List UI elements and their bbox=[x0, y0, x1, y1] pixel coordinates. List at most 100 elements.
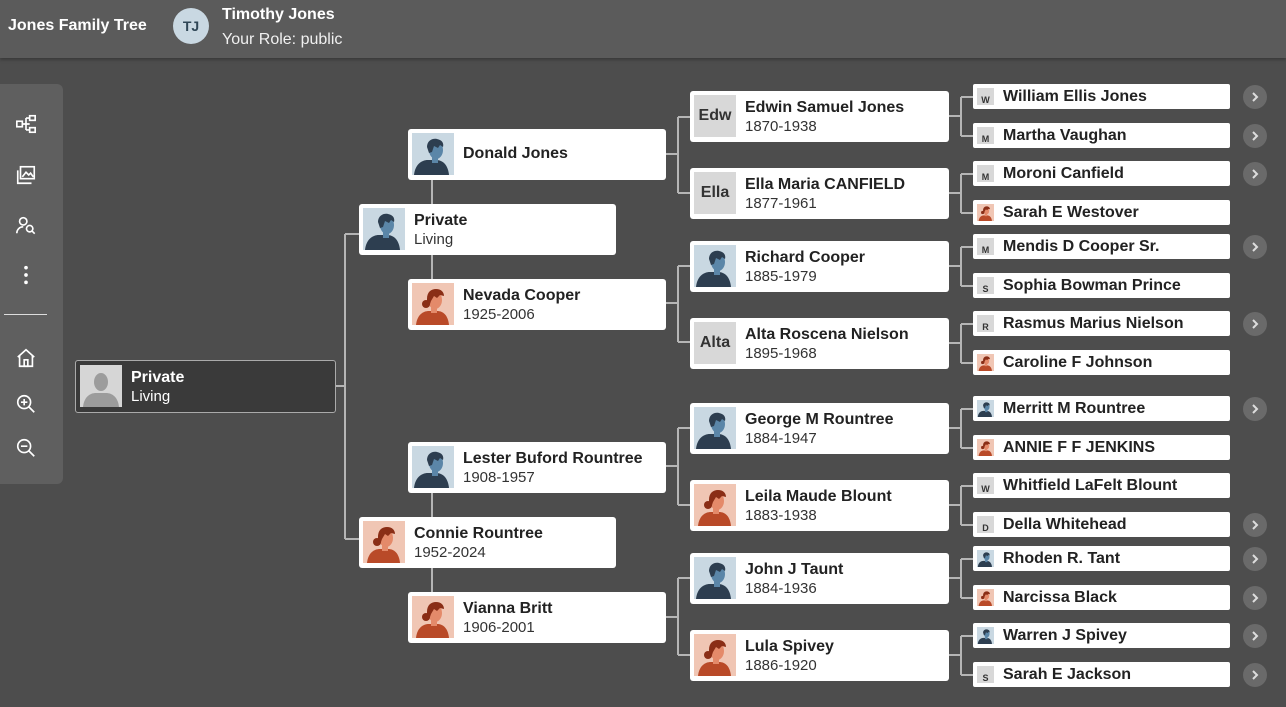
expand-ancestors-chevron-icon[interactable] bbox=[1243, 162, 1267, 186]
person-name: Merritt M Rountree bbox=[1003, 400, 1146, 417]
person-dates: 1925-2006 bbox=[463, 306, 535, 323]
user-avatar[interactable]: TJ bbox=[173, 8, 209, 44]
expand-ancestors-chevron-icon[interactable] bbox=[1243, 235, 1267, 259]
expand-ancestors-chevron-icon[interactable] bbox=[1243, 312, 1267, 336]
person-name: Edwin Samuel Jones bbox=[745, 99, 905, 116]
more-vertical-icon[interactable] bbox=[12, 261, 40, 289]
grandparent-card[interactable]: Nevada Cooper 1925-2006 bbox=[408, 279, 666, 330]
gg-grandparent-card[interactable]: Caroline F Johnson bbox=[973, 350, 1230, 375]
expand-ancestors-chevron-icon[interactable] bbox=[1243, 397, 1267, 421]
person-name: Nevada Cooper bbox=[463, 287, 581, 304]
gg-grandparent-card[interactable]: R Rasmus Marius Nielson bbox=[973, 311, 1230, 336]
male-silhouette-icon bbox=[412, 446, 454, 488]
male-silhouette-icon bbox=[694, 407, 736, 449]
grandparent-card[interactable]: Donald Jones bbox=[408, 129, 666, 180]
person-name: Lester Buford Rountree bbox=[463, 450, 643, 467]
person-name: Rhoden R. Tant bbox=[1003, 550, 1121, 567]
gg-grandparent-card[interactable]: Warren J Spivey bbox=[973, 623, 1230, 648]
expand-ancestors-chevron-icon[interactable] bbox=[1243, 547, 1267, 571]
female-silhouette-icon bbox=[412, 283, 454, 325]
person-name: Ella Maria CANFIELD bbox=[745, 176, 906, 193]
gg-grandparent-card[interactable]: Merritt M Rountree bbox=[973, 396, 1230, 421]
gg-grandparent-card[interactable]: Narcissa Black bbox=[973, 585, 1230, 610]
person-dates: 1884-1947 bbox=[745, 430, 817, 447]
male-silhouette-icon bbox=[977, 550, 994, 567]
parent-card[interactable]: Connie Rountree 1952-2024 bbox=[359, 517, 616, 568]
zoom-in-icon[interactable] bbox=[12, 390, 40, 418]
person-name: Sarah E Westover bbox=[1003, 204, 1139, 221]
great-grandparent-card[interactable]: Ella Ella Maria CANFIELD 1877-1961 bbox=[690, 168, 949, 219]
male-silhouette-icon bbox=[363, 208, 405, 250]
user-name: Timothy Jones bbox=[222, 6, 335, 23]
person-dates: Living bbox=[131, 388, 171, 405]
gg-grandparent-card[interactable]: D Della Whitehead bbox=[973, 512, 1230, 537]
person-name: Caroline F Johnson bbox=[1003, 354, 1153, 371]
grandparent-card[interactable]: Lester Buford Rountree 1908-1957 bbox=[408, 442, 666, 493]
expand-ancestors-chevron-icon[interactable] bbox=[1243, 85, 1267, 109]
gg-grandparent-card[interactable]: ANNIE F F JENKINS bbox=[973, 435, 1230, 460]
female-silhouette-icon bbox=[694, 634, 736, 676]
person-dates: Living bbox=[414, 231, 454, 248]
female-silhouette-icon bbox=[694, 484, 736, 526]
expand-ancestors-chevron-icon[interactable] bbox=[1243, 624, 1267, 648]
person-initials-photo: D bbox=[977, 516, 994, 533]
expand-ancestors-chevron-icon[interactable] bbox=[1243, 663, 1267, 687]
zoom-out-icon[interactable] bbox=[12, 434, 40, 462]
male-silhouette-icon bbox=[977, 627, 994, 644]
great-grandparent-card[interactable]: George M Rountree 1884-1947 bbox=[690, 403, 949, 454]
person-name: Connie Rountree bbox=[414, 525, 543, 542]
user-role: Your Role: public bbox=[222, 31, 343, 48]
male-silhouette-icon bbox=[977, 400, 994, 417]
person-name: Richard Cooper bbox=[745, 249, 866, 266]
female-silhouette-icon bbox=[977, 439, 994, 456]
gg-grandparent-card[interactable]: Sarah E Westover bbox=[973, 200, 1230, 225]
person-name: George M Rountree bbox=[745, 411, 894, 428]
expand-ancestors-chevron-icon[interactable] bbox=[1243, 124, 1267, 148]
female-silhouette-icon bbox=[977, 354, 994, 371]
person-dates: 1877-1961 bbox=[745, 195, 817, 212]
person-initials-photo: M bbox=[977, 238, 994, 255]
person-initials-photo: Ella bbox=[694, 172, 736, 214]
expand-ancestors-chevron-icon[interactable] bbox=[1243, 586, 1267, 610]
app-title: Jones Family Tree bbox=[8, 17, 147, 34]
female-silhouette-icon bbox=[363, 521, 405, 563]
male-silhouette-icon bbox=[412, 133, 454, 175]
person-name: Della Whitehead bbox=[1003, 516, 1127, 533]
person-initials-photo: R bbox=[977, 315, 994, 332]
person-initials-photo: Edw bbox=[694, 95, 736, 137]
gg-grandparent-card[interactable]: Rhoden R. Tant bbox=[973, 546, 1230, 571]
side-toolbar bbox=[0, 84, 63, 484]
person-name: Rasmus Marius Nielson bbox=[1003, 315, 1184, 332]
person-name: William Ellis Jones bbox=[1003, 88, 1147, 105]
generic-person-icon bbox=[80, 365, 122, 407]
person-name: Whitfield LaFelt Blount bbox=[1003, 477, 1178, 494]
person-initials-photo: M bbox=[977, 127, 994, 144]
gallery-icon[interactable] bbox=[12, 161, 40, 189]
person-search-icon[interactable] bbox=[12, 211, 40, 239]
person-dates: 1908-1957 bbox=[463, 469, 535, 486]
person-name: Narcissa Black bbox=[1003, 589, 1117, 606]
male-silhouette-icon bbox=[694, 245, 736, 287]
person-name: Lula Spivey bbox=[745, 638, 834, 655]
person-dates: 1952-2024 bbox=[414, 544, 486, 561]
home-icon[interactable] bbox=[12, 344, 40, 372]
female-silhouette-icon bbox=[412, 596, 454, 638]
tree-view-icon[interactable] bbox=[12, 110, 40, 138]
expand-ancestors-chevron-icon[interactable] bbox=[1243, 513, 1267, 537]
